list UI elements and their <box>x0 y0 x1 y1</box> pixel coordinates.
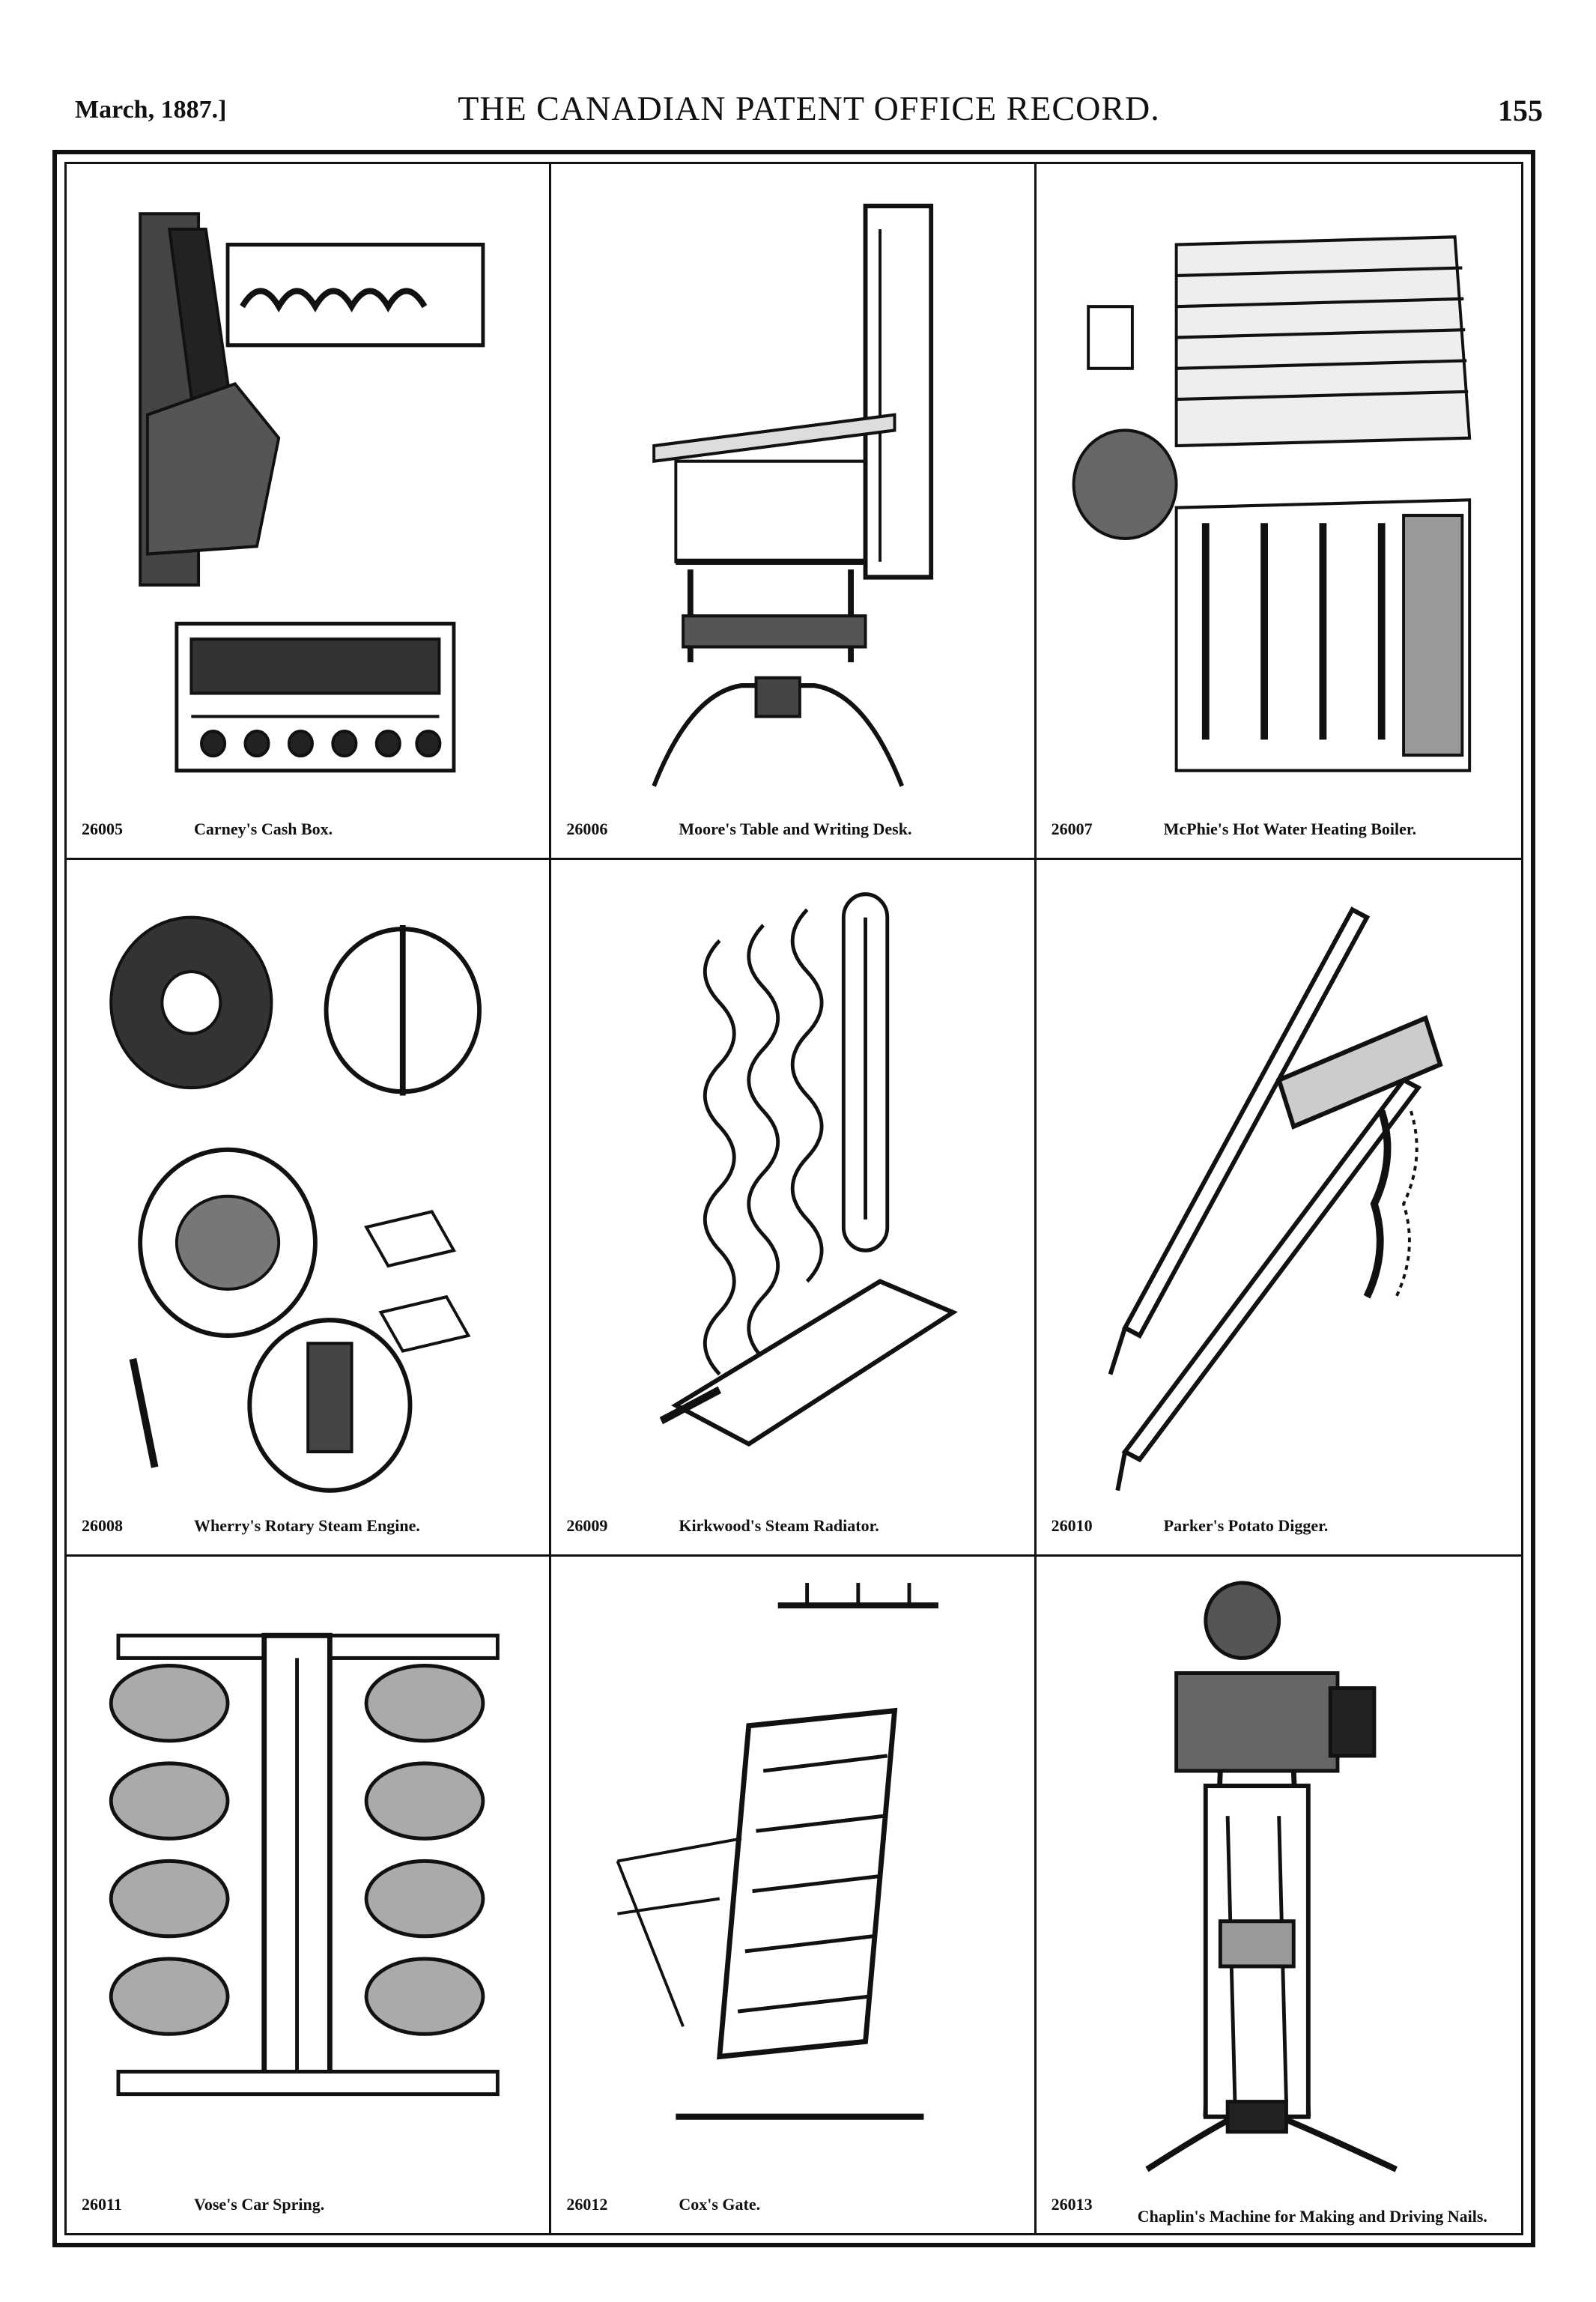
figure-caption: 26009 Kirkwood's Steam Radiator. <box>566 1503 1019 1541</box>
figure-caption: 26005 Carney's Cash Box. <box>82 807 534 844</box>
patent-title: Carney's Cash Box. <box>194 820 333 838</box>
figure-caption: 26008 Wherry's Rotary Steam Engine. <box>82 1503 534 1541</box>
gate-drawing <box>574 1575 1011 2177</box>
patent-title: Chaplin's Machine for Making and Driving… <box>1137 2207 1487 2226</box>
figure-caption: 26011 Vose's Car Spring. <box>82 2182 534 2220</box>
car-spring-drawing <box>89 1575 527 2177</box>
figure-caption: 26013 Chaplin's Machine for Making and D… <box>1051 2182 1506 2226</box>
figure-cell-26006: 26006 Moore's Table and Writing Desk. <box>551 164 1037 860</box>
figure-cell-26005: 26005 Carney's Cash Box. <box>67 164 552 860</box>
patent-number: 26012 <box>566 2195 608 2214</box>
figure-cell-26009: 26009 Kirkwood's Steam Radiator. <box>551 860 1037 1557</box>
figure-cell-26008: 26008 Wherry's Rotary Steam Engine. <box>67 860 552 1557</box>
issue-date: March, 1887.] <box>75 96 227 124</box>
patent-number: 26013 <box>1051 2195 1093 2214</box>
writing-desk-drawing <box>574 183 1011 802</box>
patent-title: Kirkwood's Steam Radiator. <box>679 1516 879 1535</box>
patent-number: 26011 <box>82 2195 122 2214</box>
radiator-drawing <box>574 879 1011 1498</box>
patent-title: Parker's Potato Digger. <box>1163 1516 1329 1535</box>
journal-title: THE CANADIAN PATENT OFFICE RECORD. <box>458 89 1160 127</box>
plate-frame: 26005 Carney's Cash Box. <box>52 150 1535 2247</box>
cash-box-drawing <box>89 183 527 802</box>
figure-cell-26011: 26011 Vose's Car Spring. <box>67 1557 552 2233</box>
figure-caption: 26012 Cox's Gate. <box>566 2182 1019 2220</box>
boiler-drawing <box>1059 183 1499 802</box>
rotary-engine-drawing <box>89 879 527 1498</box>
patent-number: 26008 <box>82 1516 123 1535</box>
patent-number: 26009 <box>566 1516 608 1535</box>
figure-caption: 26010 Parker's Potato Digger. <box>1052 1503 1506 1541</box>
figure-cell-26007: 26007 McPhie's Hot Water Heating Boiler. <box>1036 164 1521 860</box>
figure-cell-26013: 26013 Chaplin's Machine for Making and D… <box>1037 1557 1521 2233</box>
figure-cell-26012: 26012 Cox's Gate. <box>551 1557 1037 2233</box>
figure-caption: 26006 Moore's Table and Writing Desk. <box>566 807 1019 844</box>
figure-grid: 26005 Carney's Cash Box. <box>64 162 1523 2235</box>
patent-number: 26006 <box>566 820 608 838</box>
figure-cell-26010: 26010 Parker's Potato Digger. <box>1036 860 1521 1557</box>
page-number: 155 <box>1498 94 1543 127</box>
page-header: March, 1887.] THE CANADIAN PATENT OFFICE… <box>75 88 1543 133</box>
patent-number: 26010 <box>1051 1516 1093 1535</box>
patent-title: Vose's Car Spring. <box>194 2195 325 2214</box>
figure-caption: 26007 McPhie's Hot Water Heating Boiler. <box>1052 807 1506 844</box>
patent-title: Cox's Gate. <box>679 2195 761 2214</box>
patent-title: Wherry's Rotary Steam Engine. <box>194 1516 420 1535</box>
patent-title: Moore's Table and Writing Desk. <box>679 820 912 838</box>
patent-number: 26007 <box>1051 820 1093 838</box>
potato-digger-drawing <box>1059 879 1499 1498</box>
patent-number: 26005 <box>82 820 123 838</box>
patent-title: McPhie's Hot Water Heating Boiler. <box>1163 820 1417 838</box>
nail-machine-drawing <box>1059 1575 1499 2177</box>
